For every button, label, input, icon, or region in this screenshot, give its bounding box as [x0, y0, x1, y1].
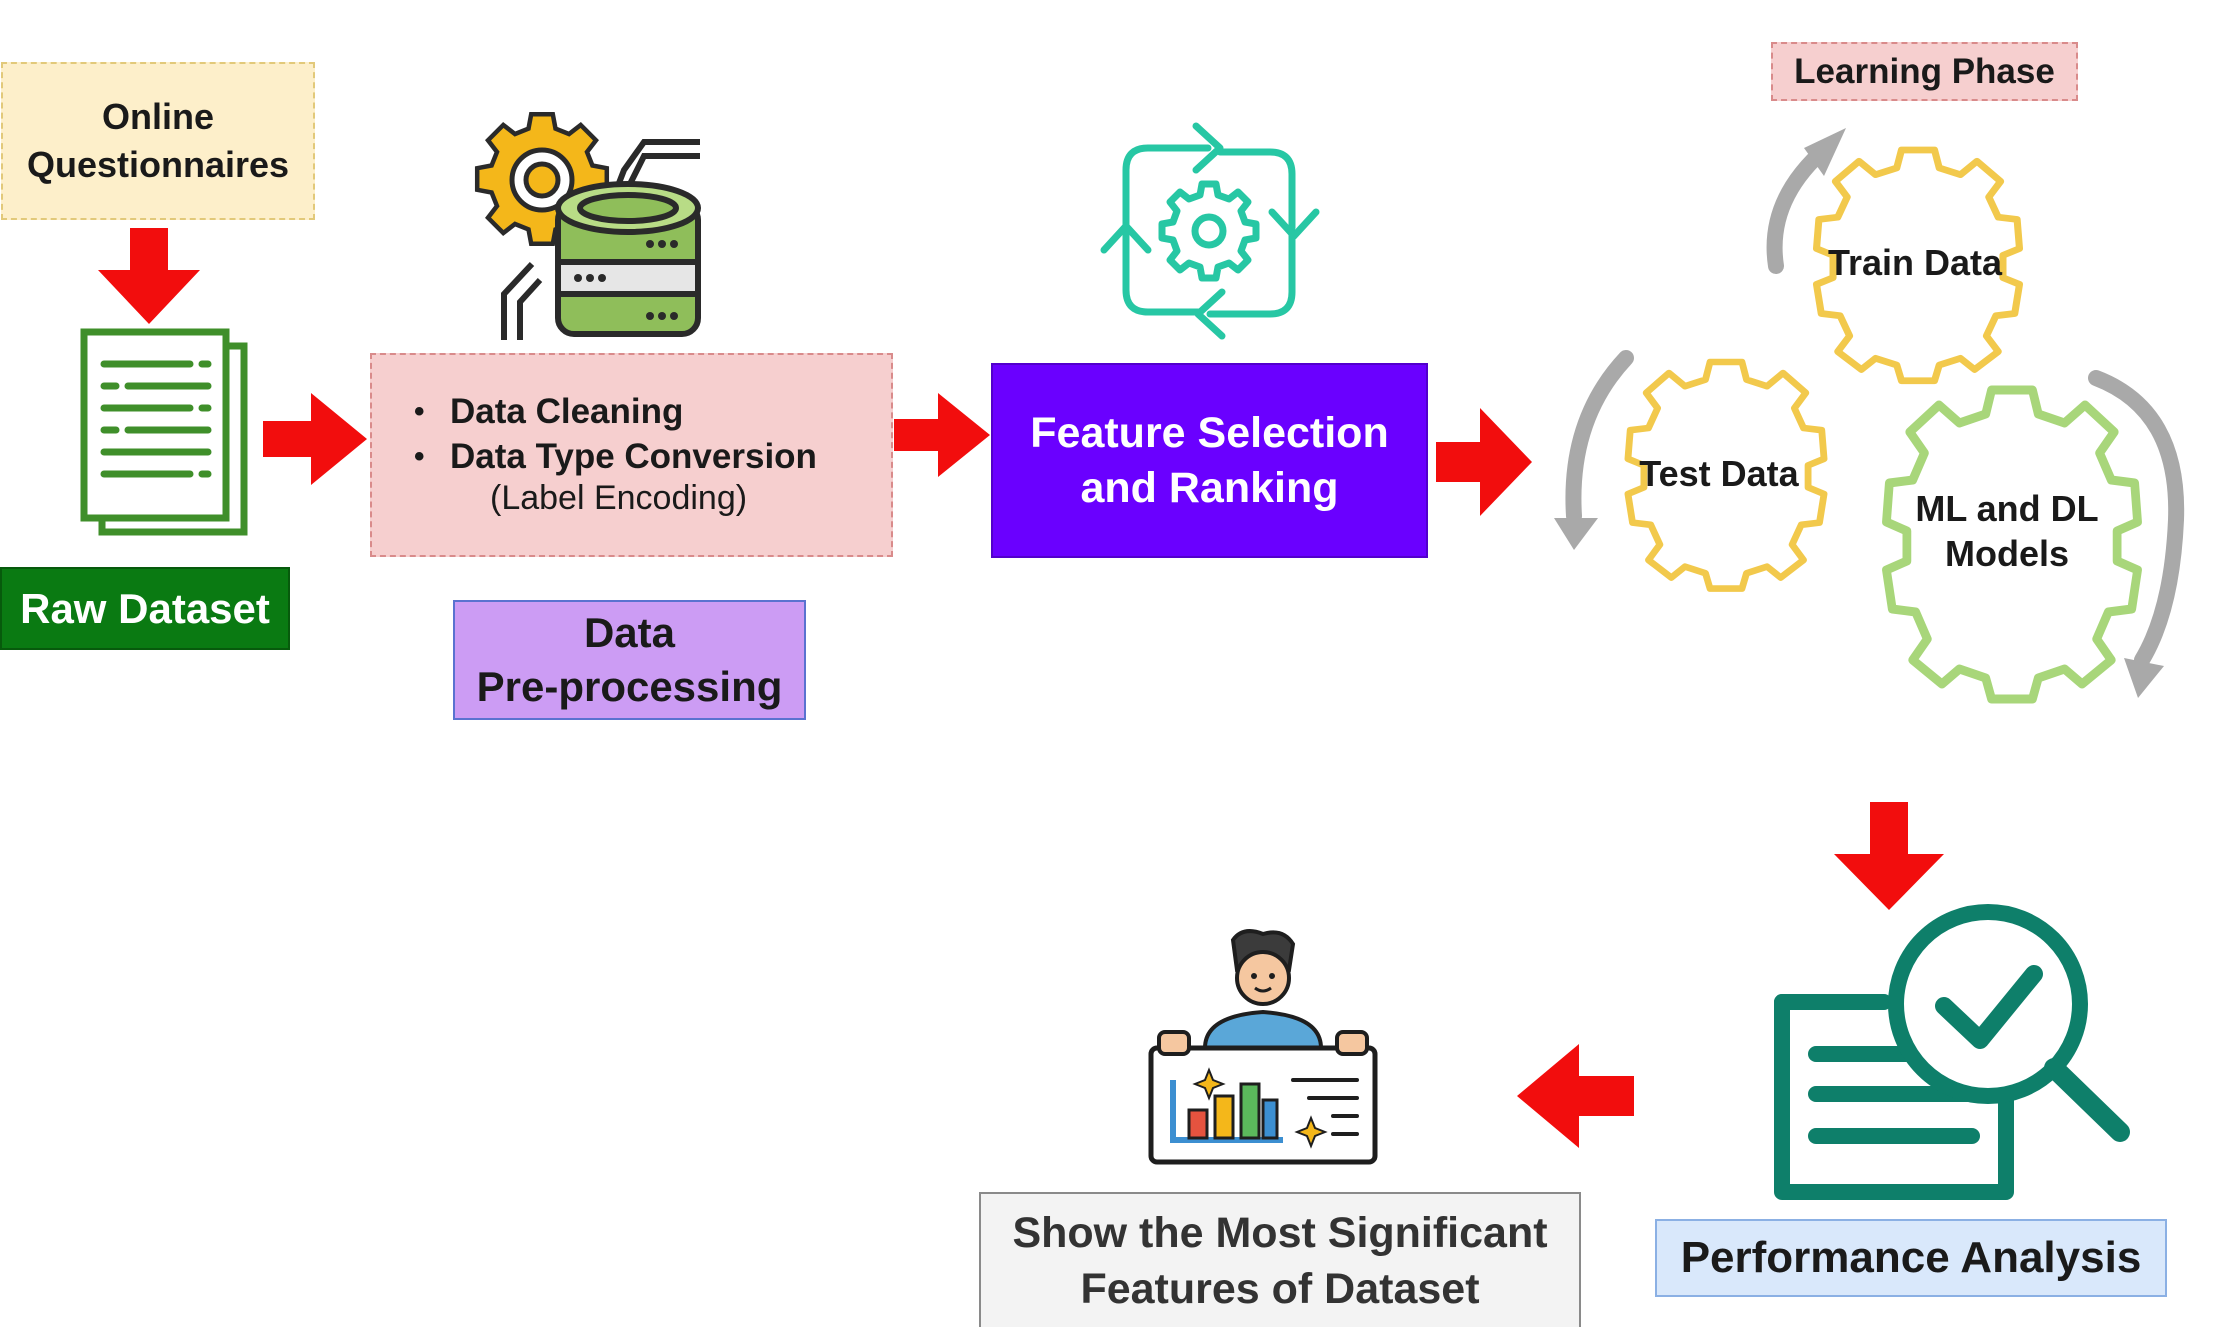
arrow-left-performance [1517, 1044, 1634, 1148]
preprocessing-list: Data Cleaning Data Type Conversion [414, 389, 817, 479]
source-line2: Questionnaires [26, 144, 290, 185]
document-icon [80, 328, 248, 536]
models-line1: ML and DL [1915, 488, 2099, 529]
significant-features-box: Show the Most Significant Features of Da… [979, 1192, 1581, 1327]
performance-analysis-label: Performance Analysis [1655, 1219, 2167, 1297]
preprocessing-steps-box: Data Cleaning Data Type Conversion (Labe… [370, 353, 893, 557]
source-line1: Online [101, 96, 214, 137]
arrow-down-learning [1834, 802, 1944, 910]
preprocessing-item-type-conversion: Data Type Conversion [414, 434, 817, 479]
gear-database-icon [474, 111, 701, 340]
preproc-label-line1: Data [583, 609, 676, 656]
label-encoding-note: (Label Encoding) [490, 479, 748, 517]
train-data-gear-label: Train Data [1827, 242, 2003, 283]
presenter-chart-icon [1148, 929, 1378, 1165]
learning-phase-label: Learning Phase [1771, 42, 2078, 101]
result-line1: Show the Most Significant [1012, 1208, 1548, 1257]
arrow-right-feature [1436, 408, 1532, 516]
test-data-gear-label: Test Data [1639, 453, 1799, 494]
arrow-right-raw [263, 393, 367, 485]
preprocessing-item-cleaning: Data Cleaning [414, 389, 817, 434]
feature-selection-box: Feature Selection and Ranking [991, 363, 1428, 558]
data-preprocessing-label: Data Pre-processing [453, 600, 806, 720]
online-questionnaires-box: Online Questionnaires [1, 62, 315, 220]
models-gear-label: ML and DL Models [1862, 486, 2152, 576]
arrow-down-source [98, 228, 200, 324]
performance-search-icon [1774, 904, 2130, 1200]
result-line2: Features of Dataset [1080, 1264, 1480, 1313]
preproc-label-line2: Pre-processing [476, 663, 783, 710]
feature-line1: Feature Selection [1030, 408, 1389, 457]
raw-dataset-label: Raw Dataset [0, 567, 290, 650]
feature-line2: and Ranking [1080, 463, 1339, 512]
learning-cycle-diagram [1554, 128, 2185, 720]
arrow-right-preproc [894, 393, 990, 477]
models-line2: Models [1944, 533, 2069, 574]
refresh-gear-icon [1100, 122, 1320, 340]
